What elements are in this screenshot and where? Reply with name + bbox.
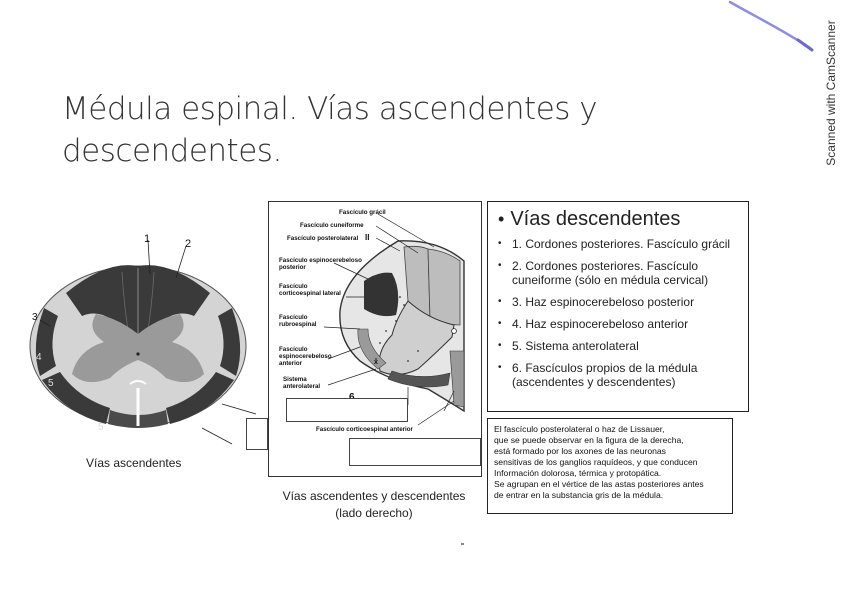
label-espinocerebeloso-anterior-3: anterior — [279, 360, 303, 367]
label-sistema-anterolateral-2: anterolateral — [283, 383, 321, 390]
spinal-cord-half-diagram — [323, 213, 465, 426]
label-fasciculo-gracil: Fascículo grácil — [339, 209, 386, 216]
left-figure-caption: Vías ascendentes — [86, 456, 182, 470]
note-line: está formado por los axones de las neuro… — [494, 446, 666, 456]
label-corticoespinal-lateral-2: corticoespinal lateral — [279, 290, 341, 297]
middle-caption-line-2: (lado derecho) — [335, 506, 413, 520]
label-corticoespinal-lateral-1: Fascículo — [279, 283, 308, 290]
list-item: •2. Cordones posteriores. Fascículo cune… — [498, 259, 709, 287]
list-item: •5. Sistema anterolateral — [498, 339, 639, 353]
left-number-4: 4 — [36, 352, 42, 363]
descending-tracts-panel: • Vías descendentes •1. Cordones posteri… — [487, 201, 749, 412]
label-rubroespinal-2: rubroespinal — [279, 321, 317, 328]
title-bullet: • — [498, 209, 505, 229]
label-fasciculo-cuneiforme: Fascículo cuneiforme — [300, 222, 364, 229]
title-line-2: descendentes. — [62, 133, 282, 169]
roman-numeral-mark: II — [365, 233, 370, 242]
label-fasciculo-posterolateral: Fascículo posterolateral — [287, 235, 359, 242]
note-line: que se puede observar en la figura de la… — [494, 435, 684, 445]
label-corticoespinal-anterior: Fascículo corticoespinal anterior — [316, 426, 413, 433]
panel-title: • Vías descendentes — [498, 206, 738, 232]
left-number-5b: 5 — [98, 422, 104, 433]
label-espinocerebeloso-posterior-1: Fascículo espinocerebeloso — [279, 257, 362, 264]
middle-answer-box-1[interactable] — [286, 398, 408, 422]
left-number-2: 2 — [185, 238, 192, 250]
list-item: •4. Haz espinocerebeloso anterior — [498, 317, 689, 331]
left-number-5a: 5 — [48, 378, 54, 389]
title-line-1: Médula espinal. Vías ascendentes y — [62, 91, 598, 127]
middle-caption-line-1: Vías ascendentes y descendentes — [282, 489, 466, 503]
panel-title-text: Vías descendentes — [510, 208, 681, 230]
slide-title: Médula espinal. Vías ascendentes y desce… — [62, 88, 622, 172]
left-number-1: 1 — [144, 233, 151, 245]
left-number-3: 3 — [32, 312, 38, 323]
label-espinocerebeloso-posterior-2: posterior — [279, 264, 306, 271]
lissauer-note: El fascículo posterolateral o haz de Lis… — [487, 418, 733, 514]
list-item: •3. Haz espinocerebeloso posterior — [498, 295, 695, 309]
spinal-cord-cross-section — [29, 239, 257, 445]
note-line: de entrar en la substancia gris de la mé… — [494, 490, 664, 500]
label-espinocerebeloso-anterior-1: Fascículo — [279, 346, 308, 353]
scanner-watermark: Scanned with CamScanner — [824, 20, 838, 166]
scan-speck — [461, 543, 464, 545]
left-answer-box[interactable] — [246, 418, 268, 450]
mark-six: 6 — [349, 393, 355, 403]
note-line: Se agrupan en el vértice de las astas po… — [494, 479, 704, 489]
label-rubroespinal-1: Fascículo — [279, 314, 308, 321]
label-espinocerebeloso-anterior-2: espinocerebeloso — [279, 353, 332, 360]
note-line: Información dolorosa, térmica y protopát… — [494, 468, 662, 478]
note-line: El fascículo posterolateral o haz de Lis… — [494, 424, 665, 434]
middle-figure-caption: Vías ascendentes y descendentes (lado de… — [268, 488, 480, 522]
middle-answer-box-2[interactable] — [349, 438, 481, 466]
tract-list: •1. Cordones posteriores. Fascículo grác… — [498, 237, 738, 389]
pen-stroke-mark — [728, 0, 814, 52]
label-sistema-anterolateral-1: Sistema — [283, 376, 307, 383]
list-item: •1. Cordones posteriores. Fascículo grác… — [498, 237, 731, 251]
note-line: sensitivas de los ganglios raquídeos, y … — [494, 457, 698, 467]
list-item: •6. Fascículos propios de la médula (asc… — [498, 361, 698, 389]
mark-x: x — [374, 359, 378, 366]
